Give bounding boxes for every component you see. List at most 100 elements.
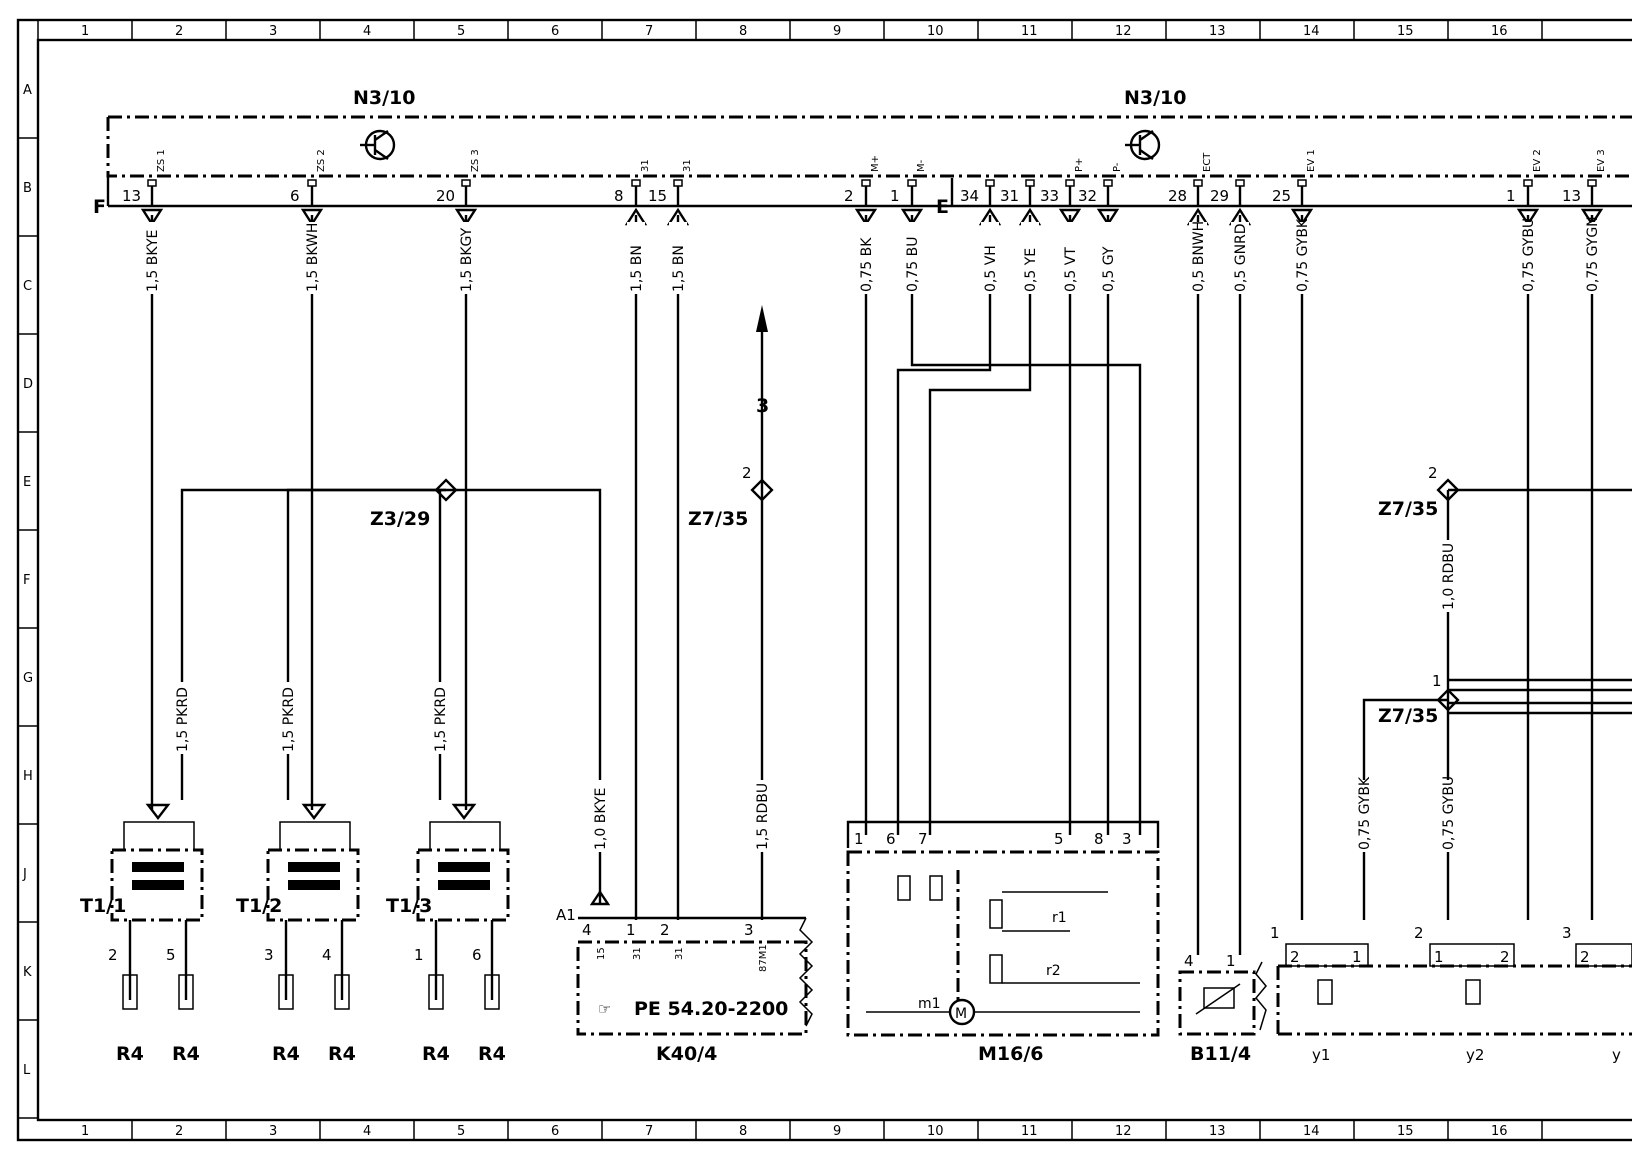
column-number: 5	[457, 24, 465, 39]
svg-text:m1: m1	[918, 996, 941, 1012]
coil-secondary	[288, 880, 340, 890]
pin-name: P-	[1112, 162, 1123, 172]
row-letter: J	[22, 867, 27, 882]
hand-pointer-icon: ☞	[598, 1000, 611, 1018]
column-number: 14	[1303, 1124, 1320, 1139]
svg-text:4: 4	[582, 921, 592, 939]
svg-text:2: 2	[742, 464, 752, 482]
column-number: 9	[833, 24, 841, 39]
coil-pin: 4	[322, 946, 332, 964]
arrow-down-icon	[451, 803, 477, 820]
svg-text:3: 3	[1122, 830, 1132, 848]
wire-label-bg	[1519, 222, 1537, 294]
pin-socket	[1193, 179, 1203, 187]
wire-label-bg	[303, 222, 321, 294]
pin-socket	[1025, 179, 1035, 187]
spark-plug-label: R4	[172, 1043, 200, 1065]
sensor-name: B11/4	[1190, 1043, 1251, 1065]
column-number: 12	[1115, 1124, 1132, 1139]
wire-label-bg	[857, 222, 875, 294]
coolant-sensor-b11-4: 4 1 B11/4	[1178, 952, 1267, 1065]
column-number: 8	[739, 1124, 747, 1139]
spark-plug-label: R4	[422, 1043, 450, 1065]
wire-label: 1,5 BKGY	[459, 227, 475, 292]
column-number: 1	[81, 24, 89, 39]
pin-socket	[1523, 179, 1533, 187]
column-number: 13	[1209, 24, 1226, 39]
pin-socket	[985, 179, 995, 187]
pin-name: ECT	[1202, 152, 1213, 172]
wire-label-bg	[279, 682, 297, 754]
svg-text:15: 15	[596, 947, 607, 960]
coil-secondary	[438, 880, 490, 890]
wire-label-bg	[457, 222, 475, 294]
arrow-down-icon	[854, 208, 878, 227]
wire-label-bg	[431, 682, 449, 754]
relay-k40-4: A1 4 1 2 3 15 31 31 87M1 ☞ PE 54.20-2200…	[556, 889, 814, 1065]
pin-socket	[907, 179, 917, 187]
wire-label: 0,5 GNRD	[1233, 223, 1249, 292]
pin-number: 31	[1000, 187, 1019, 205]
pin-socket	[1235, 179, 1245, 187]
valves: 1 2 1 y1 2 1 2 y2 3 2 y	[1270, 924, 1632, 1064]
wire-label: 1,5 BN	[671, 245, 687, 292]
wire-label-bg	[591, 780, 609, 852]
pin-number: 20	[436, 187, 455, 205]
pin-name: ZS 3	[470, 149, 481, 172]
column-number: 16	[1491, 24, 1508, 39]
valve-y1: y1	[1312, 1046, 1330, 1064]
svg-text:3: 3	[744, 921, 754, 939]
transistor-icon	[1125, 129, 1161, 161]
coil-connector	[429, 821, 501, 850]
pin-name: ZS 2	[316, 149, 327, 172]
wire-label: 0,5 VT	[1063, 247, 1079, 292]
wire-label-bg	[1583, 222, 1601, 294]
coil-primary	[438, 862, 490, 872]
spark-plug-icon	[178, 974, 194, 1010]
svg-text:87M1: 87M1	[758, 944, 769, 972]
column-number: 10	[927, 24, 944, 39]
coil-secondary	[132, 880, 184, 890]
column-number: 14	[1303, 24, 1320, 39]
spark-plug-label: R4	[328, 1043, 356, 1065]
pin-socket	[673, 179, 683, 187]
column-number: 13	[1209, 1124, 1226, 1139]
coil-primary	[288, 862, 340, 872]
svg-text:2: 2	[1580, 948, 1590, 966]
wire-label-bg	[903, 222, 921, 294]
column-number: 16	[1491, 1124, 1508, 1139]
wire-label-bg	[669, 222, 687, 294]
svg-text:1: 1	[1270, 924, 1280, 942]
wire-label: 1,5 PKRD	[175, 687, 191, 752]
spark-plug-icon	[428, 974, 444, 1010]
coil-pin: 6	[472, 946, 482, 964]
spark-plug-icon	[334, 974, 350, 1010]
wire-label-bg	[1293, 222, 1311, 294]
diagram-frame	[16, 18, 1632, 1142]
svg-text:M: M	[955, 1006, 967, 1022]
arrow-down-icon	[301, 803, 327, 820]
wire-label-bg	[1355, 780, 1373, 852]
relay-connector-label: A1	[556, 906, 576, 924]
svg-text:4: 4	[1184, 952, 1194, 970]
spark-plug-icon	[484, 974, 500, 1010]
arrow-down-icon	[140, 208, 164, 227]
wire-label: 0,75 BK	[859, 237, 875, 292]
column-number: 2	[175, 24, 183, 39]
throttle-name: M16/6	[978, 1043, 1044, 1065]
coil-name: T1/3	[386, 895, 432, 917]
wire-label: 0,5 VH	[983, 245, 999, 292]
coil-connector	[279, 821, 351, 850]
svg-text:1: 1	[1432, 672, 1442, 690]
wire-label: 0,75 GYBU	[1441, 776, 1457, 850]
spark-plug-icon	[122, 974, 138, 1010]
connector-f-label: F	[93, 196, 106, 218]
column-number: 15	[1397, 1124, 1414, 1139]
svg-text:Z7/35: Z7/35	[1378, 498, 1438, 520]
wire-label: 1,5 PKRD	[433, 687, 449, 752]
arrow-down-icon	[454, 208, 478, 227]
connector-e-label: E	[936, 196, 949, 218]
